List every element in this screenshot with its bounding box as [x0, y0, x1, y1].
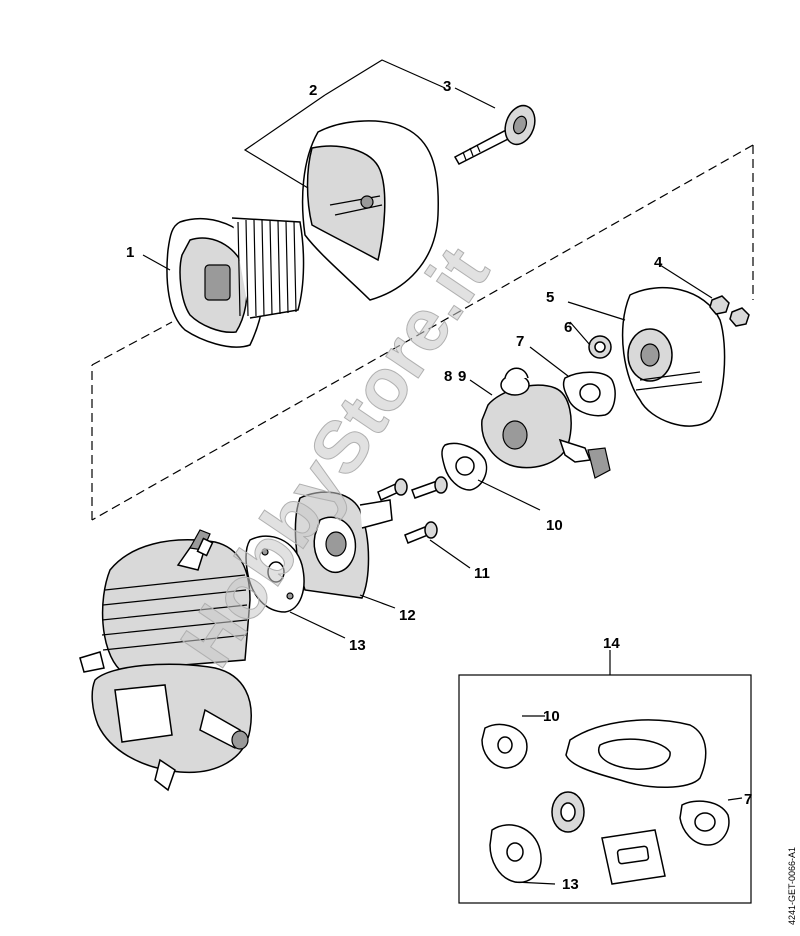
callout-3: 3	[443, 78, 451, 95]
filter-cover	[301, 120, 439, 301]
cover-screw	[453, 104, 536, 165]
gasket-7	[562, 371, 616, 417]
callout-2: 2	[309, 82, 317, 99]
callout-12: 12	[399, 607, 416, 624]
air-filter	[166, 217, 305, 348]
callout-4: 4	[654, 254, 663, 271]
carburetor-box	[621, 287, 726, 427]
gasket-kit-box	[458, 674, 752, 904]
callout-14: 14	[603, 635, 620, 652]
callout-5: 5	[546, 289, 554, 306]
callout-8: 8	[444, 368, 452, 385]
kit-callout-10: 10	[543, 708, 560, 725]
intake-manifold	[294, 491, 393, 599]
callout-1: 1	[126, 244, 134, 261]
callout-13: 13	[349, 637, 366, 654]
callout-11: 11	[474, 565, 490, 582]
carburetor	[481, 367, 611, 479]
gasket-10	[441, 442, 488, 491]
callout-10: 10	[546, 517, 563, 534]
callouts: 1 2 3 4 5 6 7 8 9 10 11 12 13 14 10 7 13	[126, 78, 752, 893]
callout-6: 6	[564, 319, 572, 336]
kit-callout-13: 13	[562, 876, 579, 893]
leader-lines	[142, 59, 743, 885]
assembly-outline	[91, 144, 754, 521]
engine-cylinder	[79, 529, 252, 792]
seal-ring	[588, 335, 612, 359]
callout-9: 9	[458, 368, 466, 385]
document-id: 4241-GET-0066-A1	[787, 847, 797, 925]
kit-callout-7: 7	[744, 791, 752, 808]
callout-7: 7	[516, 333, 524, 350]
nut	[709, 295, 750, 327]
gasket-13	[245, 535, 305, 613]
screws	[377, 476, 448, 544]
